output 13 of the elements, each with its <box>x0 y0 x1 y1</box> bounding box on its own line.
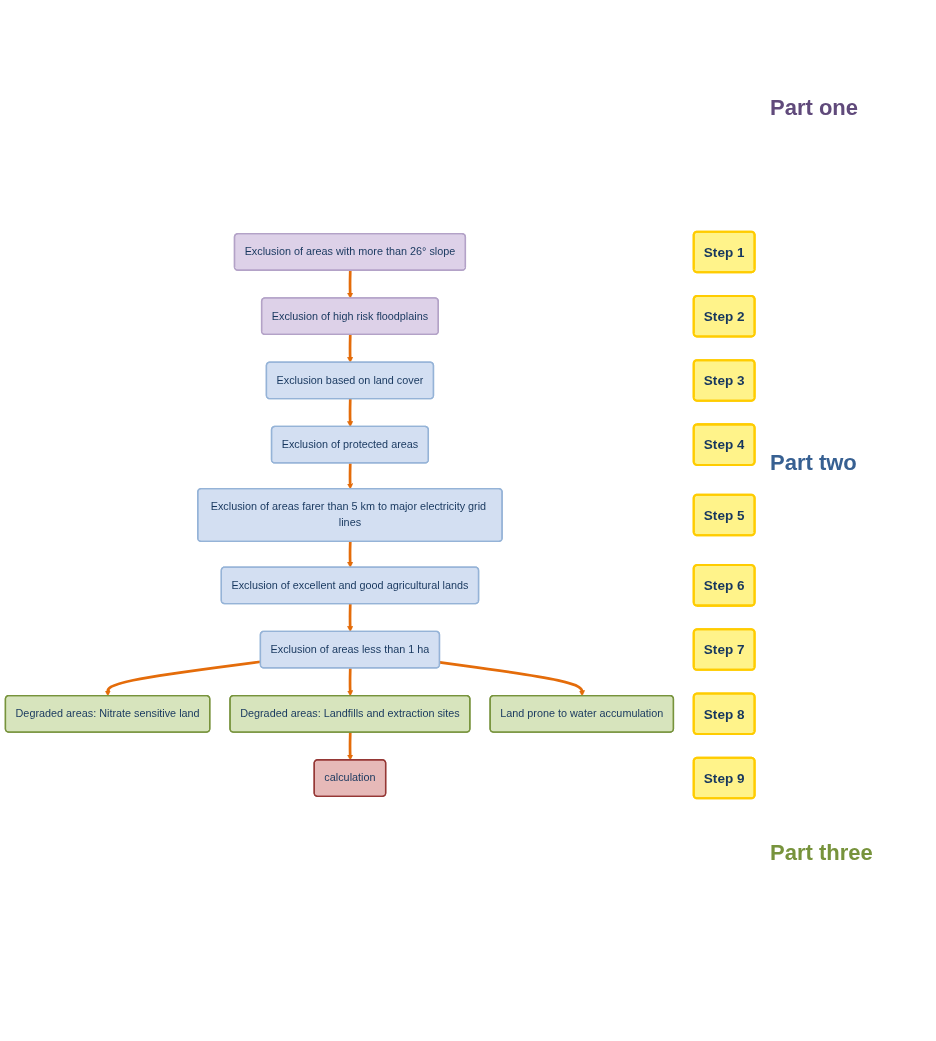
section-label: Part one <box>770 95 859 121</box>
arrow <box>347 732 354 761</box>
arrow <box>347 463 354 490</box>
arrow <box>347 541 354 568</box>
arrow <box>439 660 585 697</box>
arrow <box>347 668 354 697</box>
section-label: Part two <box>770 450 857 476</box>
arrow <box>104 660 261 697</box>
section-label: Part three <box>770 840 873 866</box>
arrow <box>347 334 354 363</box>
arrow <box>347 603 354 632</box>
arrow <box>347 399 354 427</box>
arrow <box>347 270 354 299</box>
